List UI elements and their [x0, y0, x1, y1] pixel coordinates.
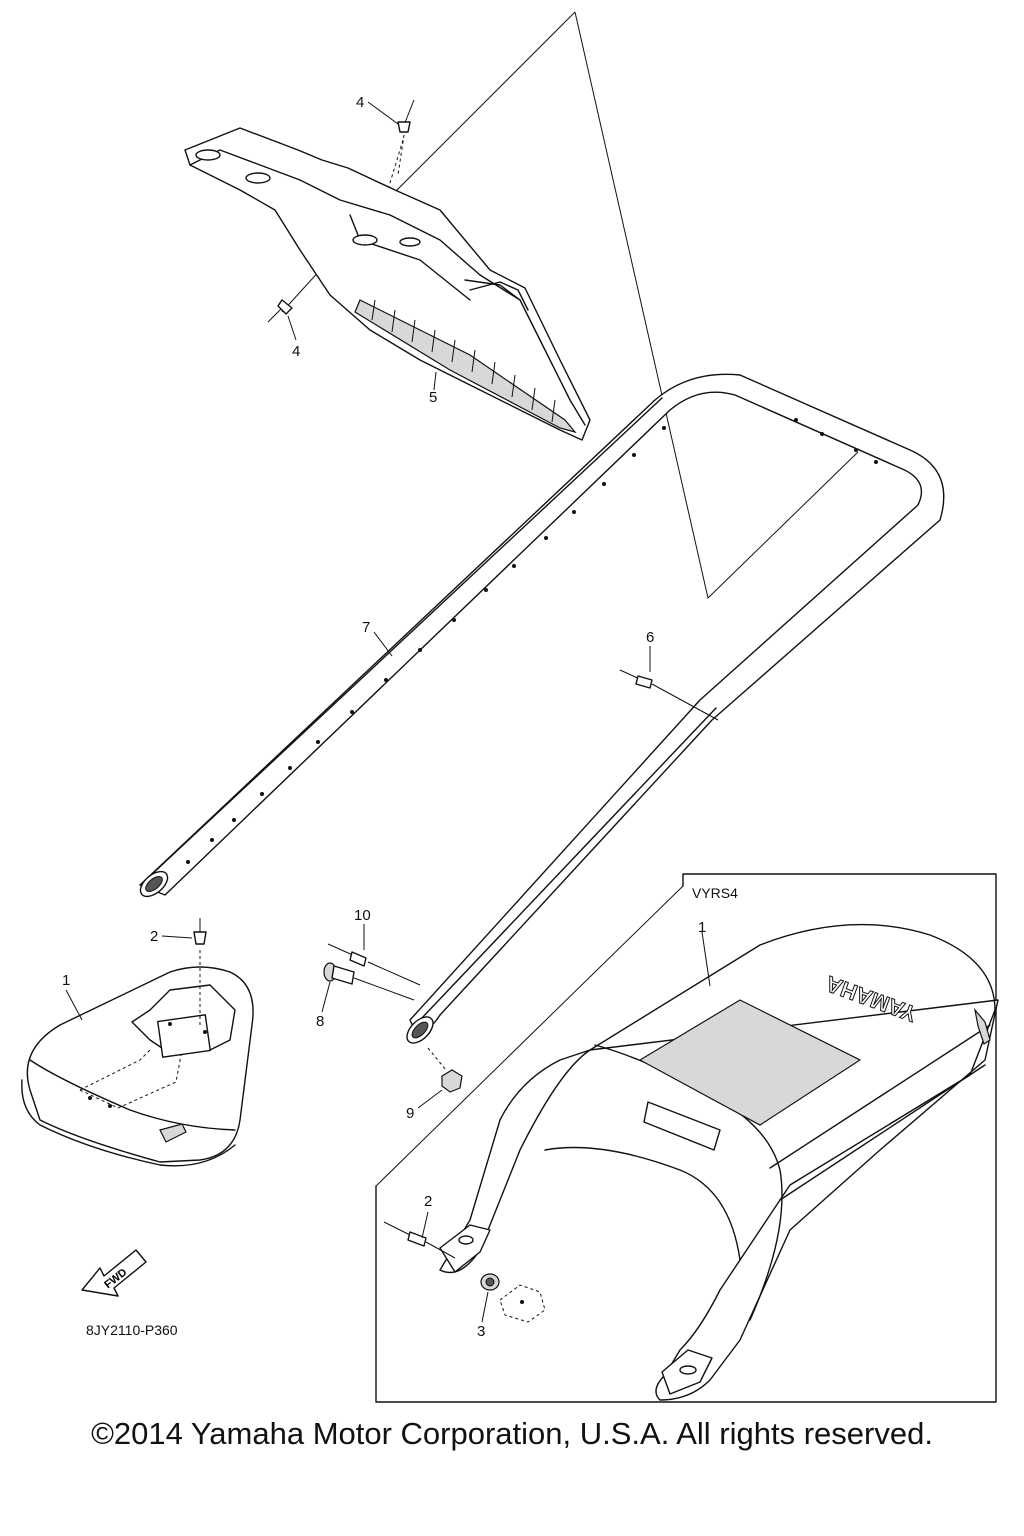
callout-10: 10	[354, 907, 371, 924]
grommet-part-3[interactable]	[480, 1273, 500, 1291]
bolt-part-8[interactable]	[323, 962, 415, 1001]
rivet-part-6[interactable]	[619, 669, 719, 721]
callout-2-lower: 2	[424, 1193, 432, 1210]
callout-1-right: 1	[698, 919, 706, 936]
callout-4-top: 4	[356, 94, 364, 111]
callout-3: 3	[477, 1323, 485, 1340]
rivet-part-10[interactable]	[327, 943, 421, 986]
rivet-part-2-lower[interactable]	[383, 1221, 456, 1259]
callout-1-left: 1	[62, 972, 70, 989]
leader-lines	[65, 101, 711, 1323]
nut-part-9[interactable]	[427, 1047, 463, 1093]
variant-label: VYRS4	[692, 885, 738, 901]
rivet-part-2-upper[interactable]	[193, 918, 207, 945]
copyright-notice: ©2014 Yamaha Motor Corporation, U.S.A. A…	[91, 1416, 933, 1451]
callout-5: 5	[429, 389, 437, 406]
rivet-part-4-top[interactable]	[397, 99, 415, 176]
callout-6: 6	[646, 629, 654, 646]
fwd-arrow-icon: FWD	[81, 1249, 147, 1297]
callout-4-left: 4	[292, 343, 300, 360]
storage-tray-part-5[interactable]	[184, 127, 591, 441]
plate-part-3[interactable]	[499, 1284, 546, 1323]
callout-9: 9	[406, 1105, 414, 1122]
callout-8: 8	[316, 1013, 324, 1030]
drawing-code: 8JY2110-P360	[86, 1322, 178, 1338]
callout-7: 7	[362, 619, 370, 636]
large-seat-bag-part-1[interactable]: YAMAHA	[439, 923, 999, 1401]
vyrs4-inset	[375, 873, 997, 1403]
rail-holes	[186, 418, 878, 864]
frame-rail-part-7[interactable]	[136, 373, 945, 1047]
callout-2-upper: 2	[150, 928, 158, 945]
tray-grid	[371, 299, 556, 423]
rivet-part-4-left[interactable]	[267, 299, 293, 323]
seat-bag-part-1[interactable]	[21, 950, 254, 1167]
